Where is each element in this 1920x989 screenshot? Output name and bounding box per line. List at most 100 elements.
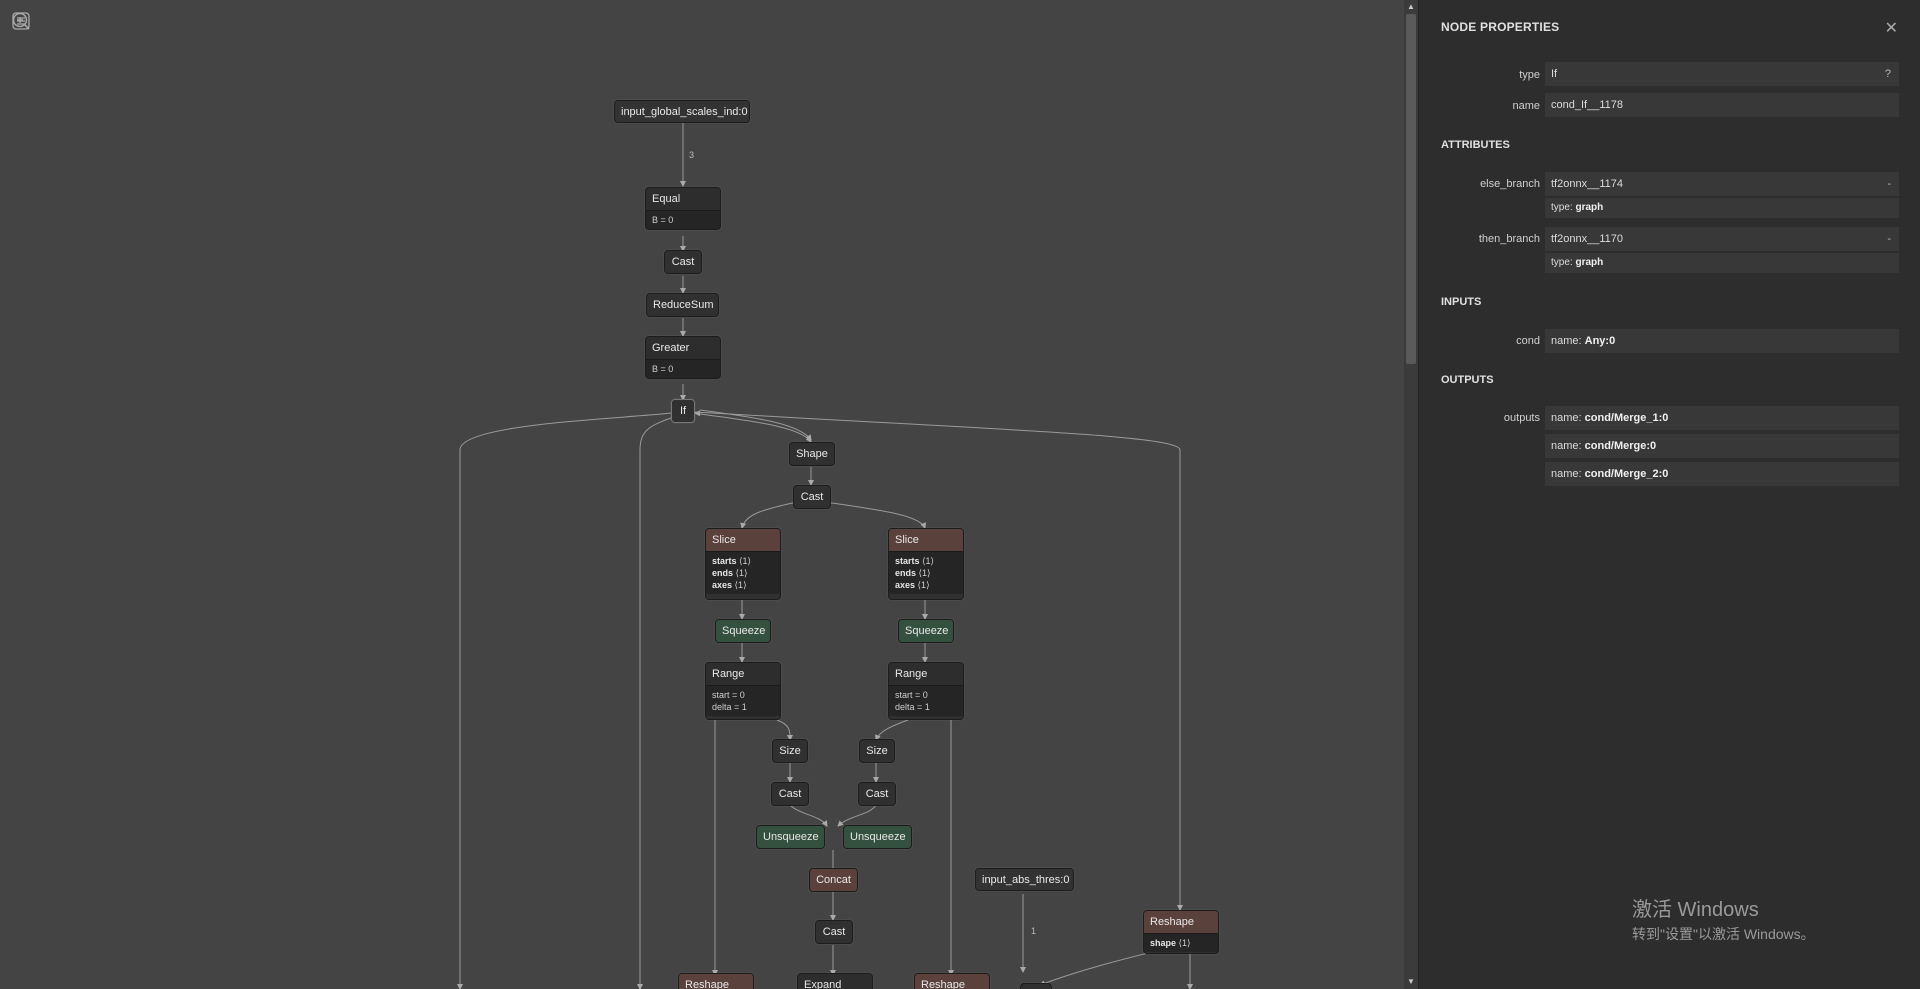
output-value-3[interactable]: name: cond/Merge_2:0: [1545, 462, 1899, 486]
input-value-cond[interactable]: name: Any:0: [1545, 329, 1899, 353]
node-attrs: start = 0 delta = 1: [706, 685, 780, 716]
vertical-scrollbar[interactable]: ▲ ▼: [1404, 0, 1418, 989]
node-cast[interactable]: Cast: [771, 782, 809, 806]
name-val: cond/Merge_1:0: [1584, 412, 1669, 424]
help-button[interactable]: ?: [1884, 68, 1891, 80]
scroll-down-icon[interactable]: ▼: [1407, 977, 1415, 986]
node-unsqueeze-left[interactable]: Unsqueeze: [756, 825, 825, 849]
node-label: Slice: [706, 529, 780, 551]
else-branch-value: tf2onnx__1174: [1551, 178, 1623, 190]
graph-edges: [457, 123, 1193, 989]
prop-value-type[interactable]: If ?: [1545, 62, 1899, 86]
node-concat[interactable]: Concat: [809, 868, 858, 892]
edge: [824, 501, 926, 529]
graph-canvas[interactable]: input_global_scales_ind:0 3 Equal B = 0 …: [0, 0, 1400, 989]
panel-title: NODE PROPERTIES: [1441, 20, 1560, 34]
zoom-out-icon[interactable]: [12, 12, 86, 34]
attr-value: ⟨1⟩: [1178, 938, 1191, 948]
scrollbar-thumb[interactable]: [1406, 14, 1416, 364]
node-label: Concat: [810, 869, 857, 891]
prop-value-name[interactable]: cond_If__1178: [1545, 93, 1899, 117]
graph-input-global-scales[interactable]: input_global_scales_ind:0: [614, 100, 750, 123]
then-branch-value: tf2onnx__1170: [1551, 233, 1623, 245]
output-value-2[interactable]: name: cond/Merge:0: [1545, 434, 1899, 458]
prop-label-name: name: [1512, 100, 1540, 112]
node-expand[interactable]: Expand: [797, 973, 873, 989]
scroll-up-icon[interactable]: ▲: [1407, 2, 1415, 11]
close-icon[interactable]: ✕: [1884, 20, 1898, 37]
node-equal[interactable]: Equal B = 0: [645, 187, 721, 230]
node-cast[interactable]: Cast: [664, 250, 702, 274]
node-squeeze-left[interactable]: Squeeze: [715, 619, 771, 643]
attr-name: axes: [895, 580, 916, 590]
attr-value: ⟨1⟩: [739, 556, 752, 566]
name-key: name:: [1551, 468, 1585, 480]
node-reshape-bottom-left[interactable]: Reshape: [678, 973, 754, 989]
attr-name: ends: [895, 568, 917, 578]
node-label: Slice: [889, 529, 963, 551]
name-value: cond_If__1178: [1551, 99, 1623, 111]
node-shape[interactable]: Shape: [789, 442, 835, 466]
edge: [789, 804, 828, 827]
node-label: Squeeze: [899, 620, 953, 642]
attr-type-then-branch: type: graph: [1545, 253, 1899, 273]
node-cast[interactable]: Cast: [815, 920, 853, 944]
section-attributes: ATTRIBUTES: [1441, 139, 1510, 151]
node-label: Cast: [772, 783, 808, 805]
attr-value: ⟨1⟩: [922, 556, 935, 566]
attr-name: starts: [895, 556, 920, 566]
node-properties-panel: NODE PROPERTIES ✕ type If ? name cond_If…: [1418, 0, 1920, 989]
node-attrs: start = 0 delta = 1: [889, 685, 963, 716]
output-label: outputs: [1503, 412, 1540, 424]
type-key: type:: [1551, 202, 1576, 213]
attr-type-else-branch: type: graph: [1545, 198, 1899, 218]
section-outputs: OUTPUTS: [1441, 374, 1494, 386]
collapse-button[interactable]: -: [1887, 233, 1891, 245]
attr-value-else-branch[interactable]: tf2onnx__1174 -: [1545, 172, 1899, 196]
output-value-1[interactable]: name: cond/Merge_1:0: [1545, 406, 1899, 430]
node-reducesum[interactable]: ReduceSum: [646, 293, 719, 317]
node-attrs: shape ⟨1⟩: [1144, 933, 1218, 952]
node-label: Size: [773, 740, 807, 762]
prop-label-type: type: [1519, 69, 1540, 81]
node-slice-left[interactable]: Slice starts ⟨1⟩ ends ⟨1⟩ axes ⟨1⟩: [705, 528, 781, 600]
type-value: If: [1551, 68, 1558, 80]
node-label: Cast: [816, 921, 852, 943]
attr-value-then-branch[interactable]: tf2onnx__1170 -: [1545, 227, 1899, 251]
node-label: Range: [706, 663, 780, 685]
node-attr: B = 0: [646, 210, 720, 229]
node-partial[interactable]: [1020, 983, 1052, 989]
attr: start = 0: [895, 690, 928, 700]
node-size-right[interactable]: Size: [859, 739, 895, 763]
node-attrs: starts ⟨1⟩ ends ⟨1⟩ axes ⟨1⟩: [889, 551, 963, 594]
name-val: cond/Merge_2:0: [1584, 468, 1669, 480]
node-cast[interactable]: Cast: [793, 485, 831, 509]
node-cast[interactable]: Cast: [858, 782, 896, 806]
node-label: Shape: [790, 443, 834, 465]
node-size-left[interactable]: Size: [772, 739, 808, 763]
node-range-right[interactable]: Range start = 0 delta = 1: [888, 662, 964, 720]
zoom-in-icon[interactable]: [12, 12, 60, 34]
node-label: Squeeze: [716, 620, 770, 642]
node-label: Reshape: [915, 974, 989, 989]
node-range-left[interactable]: Range start = 0 delta = 1: [705, 662, 781, 720]
name-key: name:: [1551, 412, 1585, 424]
node-unsqueeze-right[interactable]: Unsqueeze: [843, 825, 912, 849]
node-attr: B = 0: [646, 359, 720, 378]
graph-input-abs-thres[interactable]: input_abs_thres:0: [975, 868, 1074, 891]
node-squeeze-right[interactable]: Squeeze: [898, 619, 954, 643]
node-slice-right[interactable]: Slice starts ⟨1⟩ ends ⟨1⟩ axes ⟨1⟩: [888, 528, 964, 600]
attr-label-else-branch: else_branch: [1480, 178, 1540, 190]
collapse-button[interactable]: -: [1887, 178, 1891, 190]
edge: [457, 412, 673, 989]
name-val: cond/Merge:0: [1584, 440, 1657, 452]
type-val: graph: [1575, 257, 1604, 268]
node-label: Reshape: [679, 974, 753, 989]
input-label-cond: cond: [1516, 335, 1540, 347]
node-label: Unsqueeze: [844, 826, 911, 848]
node-reshape-bottom-right[interactable]: Reshape: [914, 973, 990, 989]
node-reshape-right[interactable]: Reshape shape ⟨1⟩: [1143, 910, 1219, 954]
node-greater[interactable]: Greater B = 0: [645, 336, 721, 379]
node-label: input_global_scales_ind:0: [615, 101, 749, 122]
node-if[interactable]: If: [671, 399, 695, 423]
